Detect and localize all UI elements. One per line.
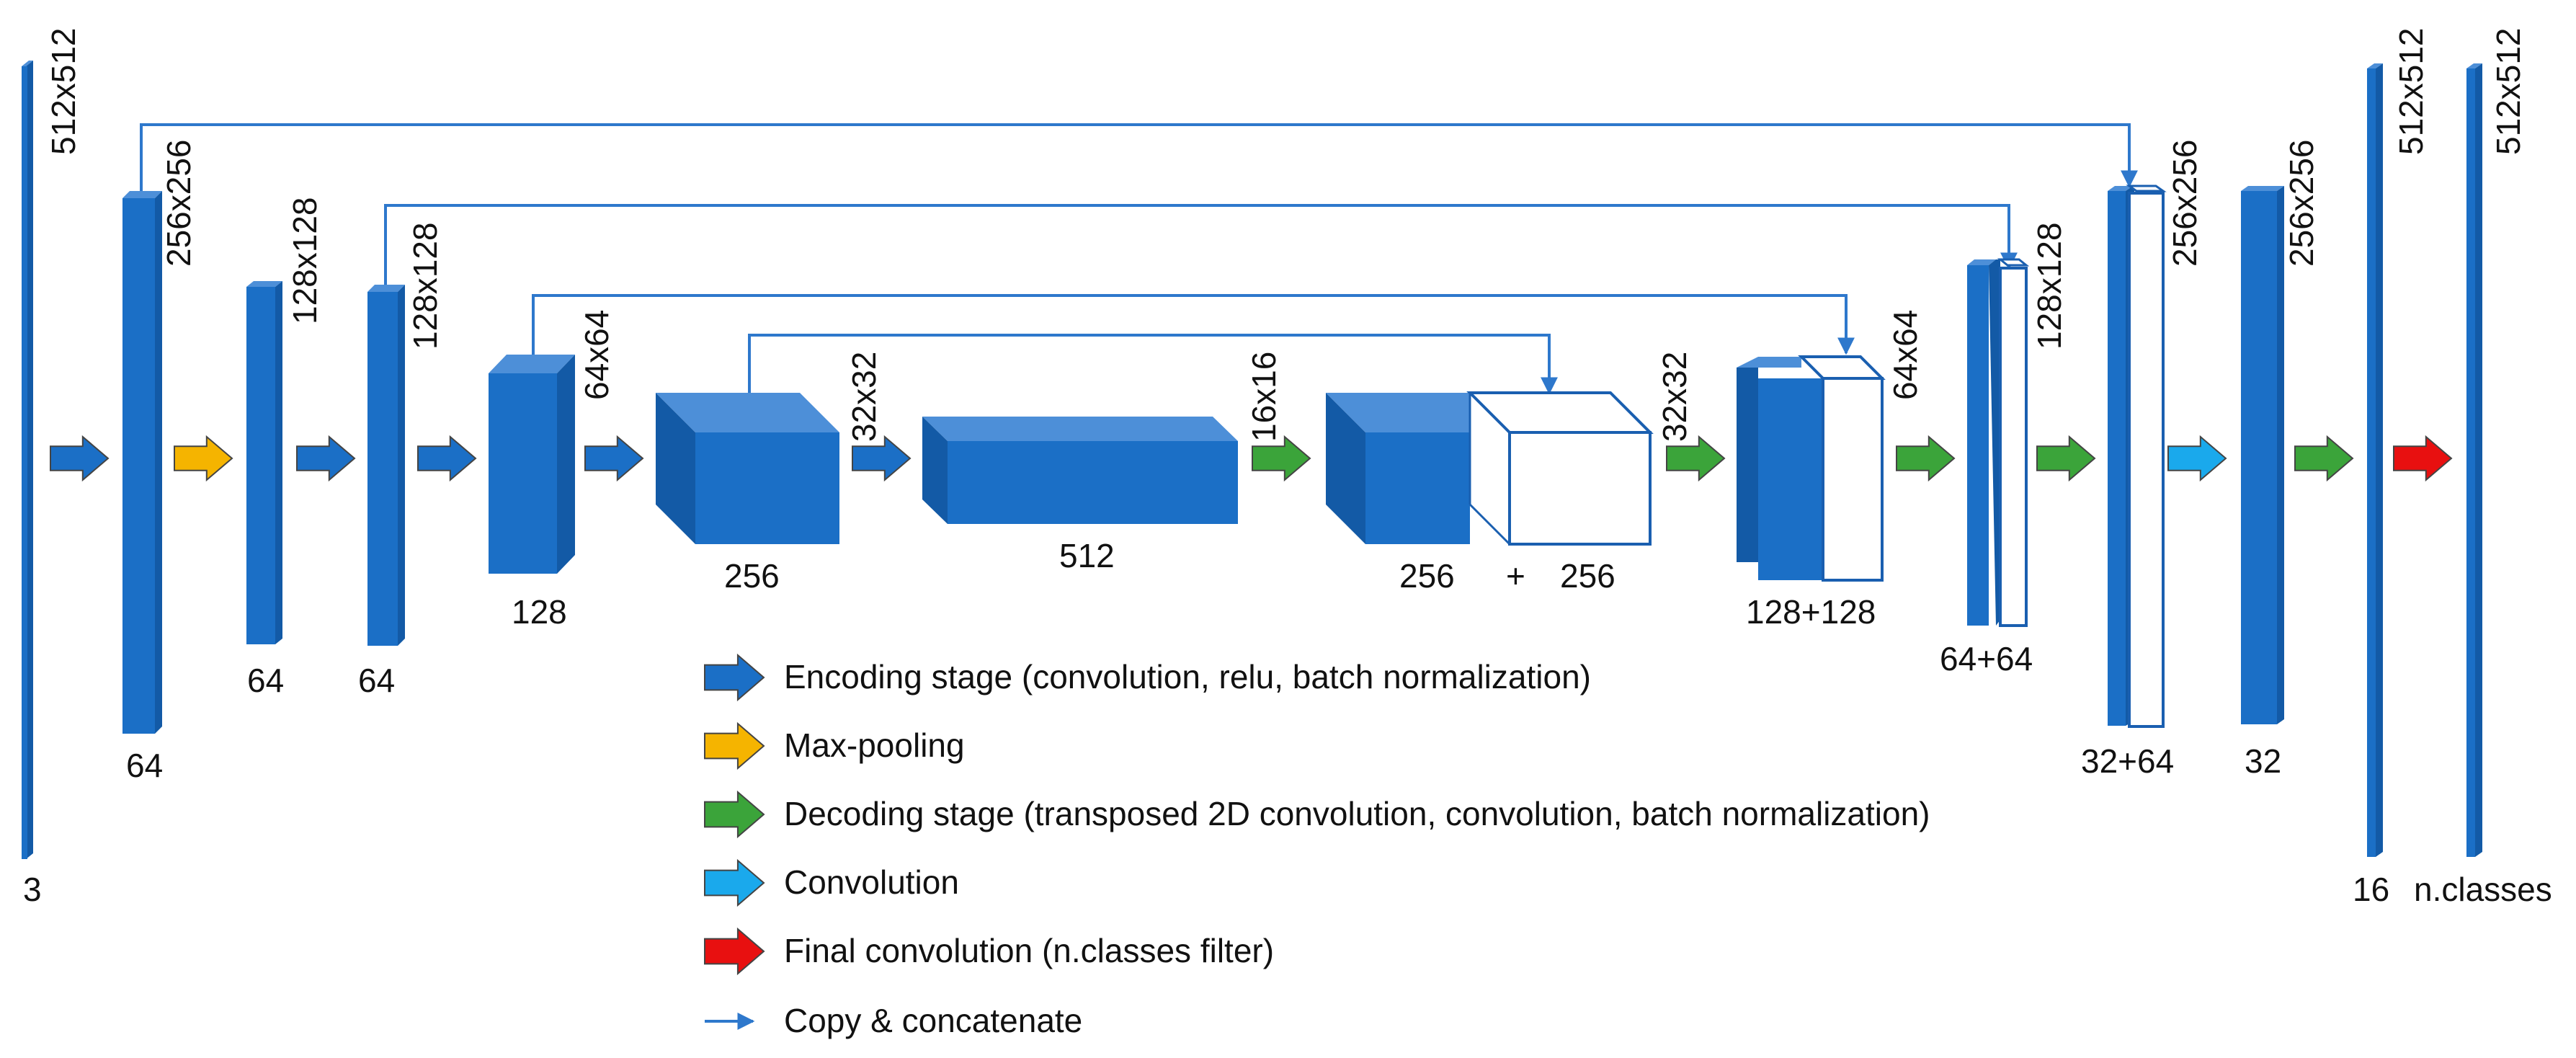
legend-final-arrow-icon bbox=[704, 927, 765, 976]
output-layer-block bbox=[2466, 63, 2482, 857]
decoder-block-32-64 bbox=[2108, 185, 2167, 728]
channel-label-input: 3 bbox=[23, 871, 42, 908]
legend-icons bbox=[704, 653, 765, 976]
size-label-32-decoder: 32x32 bbox=[1656, 352, 1693, 442]
convolution-arrow-icon bbox=[2167, 435, 2227, 482]
skip-connection-128 bbox=[384, 204, 2018, 285]
skip-connection-32 bbox=[748, 334, 1558, 395]
maxpool-arrow-icon bbox=[174, 435, 233, 482]
legend-copy-label: Copy & concatenate bbox=[784, 1002, 1082, 1039]
bottleneck-block-512-16 bbox=[922, 417, 1238, 524]
channel-label-32: 32 bbox=[2245, 742, 2281, 780]
size-label-16-bottleneck: 16x16 bbox=[1245, 352, 1283, 442]
size-label-512-decoder: 512x512 bbox=[2392, 28, 2430, 156]
encoder-block-64-128 bbox=[246, 281, 282, 644]
legend-convolution-label: Convolution bbox=[784, 863, 959, 901]
decoding-arrow-icon bbox=[2036, 435, 2096, 482]
decoder-block-256-256 bbox=[1326, 391, 1654, 546]
encoder-block-128-64 bbox=[489, 355, 575, 574]
size-label-256-decoder-b: 256x256 bbox=[2283, 140, 2320, 267]
legend-convolution-arrow-icon bbox=[704, 858, 765, 907]
channel-label-64-a: 64 bbox=[126, 747, 163, 784]
input-layer-block bbox=[22, 61, 33, 859]
size-label-256-decoder-a: 256x256 bbox=[2166, 140, 2203, 267]
legend-maxpool-arrow-icon bbox=[704, 721, 765, 770]
channel-label-concat-128: 128+128 bbox=[1746, 593, 1876, 631]
channel-label-256: 256 bbox=[724, 557, 780, 595]
encoding-arrow-icon bbox=[417, 435, 477, 482]
decoder-block-64-64 bbox=[1967, 258, 2030, 627]
channel-label-64-c: 64 bbox=[358, 662, 395, 699]
size-label-128-decoder: 128x128 bbox=[2031, 223, 2068, 350]
channel-label-concat-plus: + bbox=[1506, 557, 1525, 595]
channel-label-64-b: 64 bbox=[247, 662, 284, 699]
skip-connection-64 bbox=[532, 294, 1855, 355]
channel-label-512: 512 bbox=[1059, 537, 1115, 574]
size-label-512-output: 512x512 bbox=[2490, 28, 2527, 156]
size-label-64-decoder: 64x64 bbox=[1886, 310, 1924, 400]
encoding-arrow-icon bbox=[296, 435, 356, 482]
size-label-256-encoder: 256x256 bbox=[160, 140, 197, 267]
channel-label-128: 128 bbox=[512, 593, 567, 631]
flow-arrows bbox=[50, 435, 2453, 482]
channel-label-16: 16 bbox=[2353, 871, 2389, 908]
encoding-arrow-icon bbox=[852, 435, 912, 482]
encoding-arrow-icon bbox=[50, 435, 110, 482]
legend-encoding-arrow-icon bbox=[704, 653, 765, 702]
size-label-128-encoder-b: 128x128 bbox=[406, 223, 444, 350]
encoder-block-64-256 bbox=[122, 191, 162, 734]
size-label-512-input: 512x512 bbox=[45, 28, 82, 156]
decoder-block-32 bbox=[2241, 186, 2284, 724]
size-label-128-encoder-a: 128x128 bbox=[286, 197, 324, 325]
decoder-block-128-128 bbox=[1737, 355, 1886, 582]
legend-decoding-label: Decoding stage (transposed 2D convolutio… bbox=[784, 795, 1930, 832]
decoding-arrow-icon bbox=[2294, 435, 2354, 482]
channel-label-output: n.classes bbox=[2414, 871, 2552, 908]
encoder-block-64-128b bbox=[367, 285, 405, 646]
decoding-arrow-icon bbox=[1896, 435, 1956, 482]
decoder-block-16 bbox=[2367, 63, 2383, 857]
legend-maxpool-label: Max-pooling bbox=[784, 726, 965, 764]
channel-label-concat-256-a: 256 bbox=[1399, 557, 1455, 595]
channel-label-concat-32: 32+64 bbox=[2081, 742, 2174, 780]
skip-connection-256 bbox=[140, 123, 2138, 191]
legend-final-label: Final convolution (n.classes filter) bbox=[784, 932, 1274, 969]
encoding-arrow-icon bbox=[584, 435, 644, 482]
decoding-arrow-icon bbox=[1666, 435, 1726, 482]
size-label-64-encoder: 64x64 bbox=[578, 310, 615, 400]
legend-encoding-label: Encoding stage (convolution, relu, batch… bbox=[784, 658, 1591, 695]
decoding-arrow-icon bbox=[1252, 435, 1311, 482]
legend-decoding-arrow-icon bbox=[704, 790, 765, 839]
size-label-32-encoder: 32x32 bbox=[845, 352, 883, 442]
channel-label-concat-256-b: 256 bbox=[1560, 557, 1615, 595]
final-convolution-arrow-icon bbox=[2393, 435, 2453, 482]
channel-label-concat-64: 64+64 bbox=[1940, 640, 2033, 677]
encoder-block-256-32 bbox=[656, 393, 839, 544]
